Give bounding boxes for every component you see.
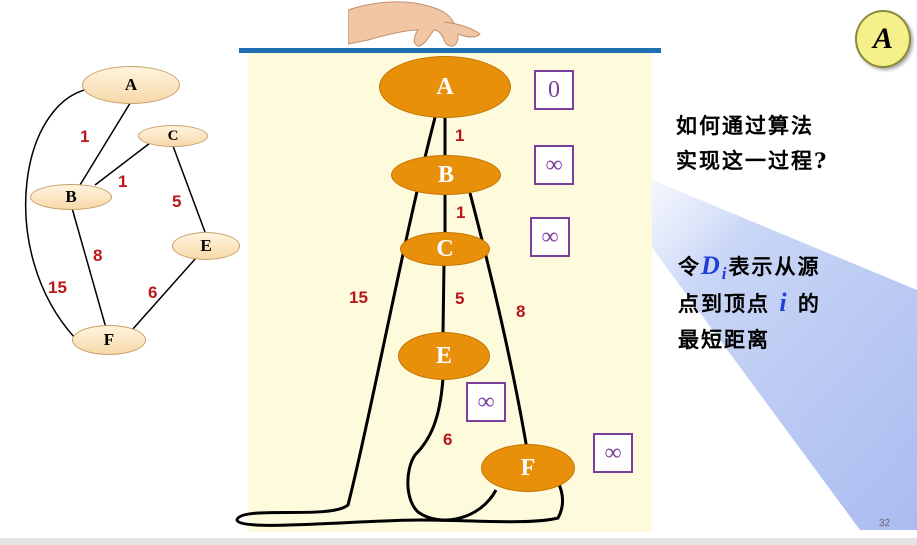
small-node-a: A	[82, 66, 180, 104]
small-weight-bc: 1	[118, 172, 128, 191]
hand-icon	[348, 1, 481, 47]
weight-af: 15	[349, 288, 368, 307]
hanging-panel	[248, 52, 652, 532]
definition-mid: 表示从源	[728, 254, 821, 279]
small-weight-af: 15	[48, 278, 67, 297]
small-node-f: F	[72, 325, 146, 355]
node-e: E	[398, 332, 490, 380]
weight-ef: 6	[443, 430, 453, 449]
section-badge: A	[855, 10, 911, 68]
math-i: i	[779, 288, 789, 317]
node-b: B	[391, 155, 501, 195]
page-number: 32	[879, 518, 891, 529]
weight-ab: 1	[455, 126, 465, 145]
definition-line-3: 最短距离	[678, 327, 770, 352]
distance-box-e: ∞	[466, 382, 506, 422]
distance-box-f: ∞	[593, 433, 633, 473]
definition-prefix: 令	[678, 254, 701, 279]
question-line-2: 实现这一过程?	[676, 148, 829, 173]
hanging-rail	[239, 48, 661, 53]
node-a: A	[379, 56, 511, 118]
small-node-c: C	[138, 125, 208, 147]
distance-box-a: 0	[534, 70, 574, 110]
definition-line-1: 令Di表示从源	[678, 248, 821, 292]
small-weight-ce: 5	[172, 192, 182, 211]
small-node-e: E	[172, 232, 240, 260]
math-d: D	[701, 251, 722, 280]
distance-box-c: ∞	[530, 217, 570, 257]
definition-line-2: 点到顶点 i 的	[678, 285, 821, 322]
node-c: C	[400, 232, 490, 266]
definition-line2-b: 的	[797, 291, 821, 316]
math-d-subscript: i	[721, 264, 729, 284]
small-weight-bf: 8	[93, 246, 103, 265]
weight-ce: 5	[455, 289, 465, 308]
weight-bf: 8	[516, 302, 526, 321]
small-weight-ab: 1	[80, 127, 90, 146]
small-weight-ef: 6	[148, 283, 158, 302]
weight-bc: 1	[456, 203, 466, 222]
distance-box-b: ∞	[534, 145, 574, 185]
bottom-bar	[0, 538, 917, 545]
small-node-b: B	[30, 184, 112, 210]
node-f: F	[481, 444, 575, 492]
definition-line2-a: 点到顶点	[678, 291, 770, 316]
small-graph-edges	[24, 87, 206, 339]
question-line-1: 如何通过算法	[676, 113, 814, 138]
